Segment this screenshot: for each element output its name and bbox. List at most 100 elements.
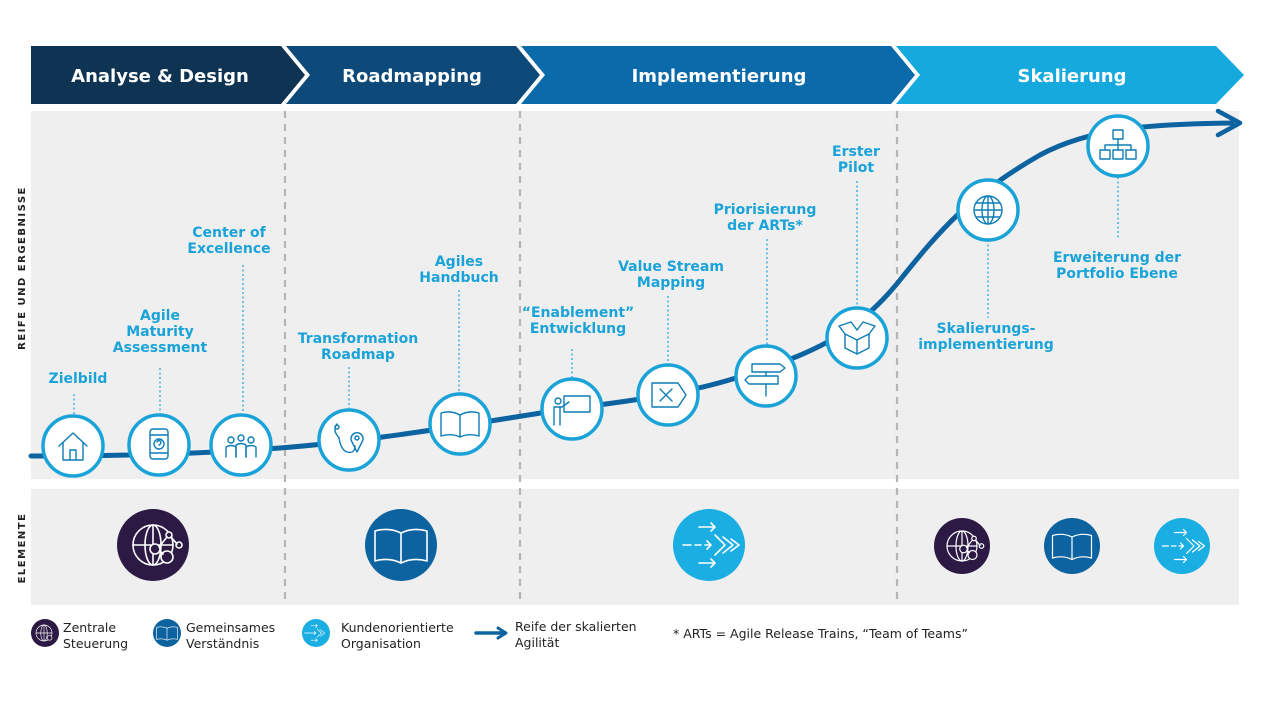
value-stream-icon	[651, 382, 687, 408]
label-line: Agile	[140, 308, 180, 324]
milestone-assessment	[127, 413, 191, 477]
phase-analyse-design: Analyse & Design	[31, 46, 305, 104]
label-line: Reife der skalierten	[515, 619, 637, 634]
label-line: Zielbild	[49, 371, 108, 387]
milestone-roadmap	[317, 408, 381, 472]
label-line: Excellence	[187, 241, 270, 257]
milestone-circle	[636, 363, 700, 427]
label-line: implementierung	[918, 337, 1054, 353]
label-line: Maturity	[126, 324, 194, 340]
phase-shape	[286, 46, 540, 104]
milestone-label-skalierung: Skalierungs-implementierung	[918, 321, 1054, 353]
milestone-enablement	[540, 377, 604, 441]
hierarchy-icon	[1099, 129, 1137, 160]
open-box-icon	[838, 321, 876, 355]
label-line: Erweiterung der	[1053, 250, 1181, 266]
curve-arrowhead	[1215, 108, 1243, 138]
label-line: Verständnis	[186, 636, 259, 651]
label-line: Agilität	[515, 635, 559, 650]
label-line: Roadmap	[321, 347, 395, 363]
element-gemeinsames-verstaendnis	[365, 509, 437, 581]
phase-shape	[896, 46, 1244, 104]
element-kundenorientierte-organisation	[673, 509, 745, 581]
maturity-panel	[31, 111, 1239, 479]
flow-arrows-icon	[682, 522, 740, 568]
milestone-coe	[209, 413, 273, 477]
elements-row	[117, 509, 1210, 581]
label-line: Steuerung	[63, 636, 128, 651]
house-icon	[58, 432, 88, 461]
milestone-circle	[540, 377, 604, 441]
milestone-pilot	[825, 306, 889, 370]
milestone-label-enablement: “Enablement”Entwicklung	[522, 305, 634, 337]
open-book-icon	[374, 528, 428, 564]
label-line: Center of	[192, 225, 266, 241]
globe-network-icon	[132, 524, 183, 566]
phase-label: Analyse & Design	[71, 66, 249, 87]
milestone-zielbild	[41, 414, 105, 478]
label-line: Agiles	[435, 254, 483, 270]
element-zentrale-steuerung-small	[934, 518, 990, 574]
label-line: Mapping	[637, 275, 705, 291]
label-line: Kundenorientierte	[341, 620, 454, 635]
label-line: Priorisierung	[714, 202, 817, 218]
label-line: Organisation	[341, 636, 421, 651]
phase-shape	[31, 46, 305, 104]
label-line: Zentrale	[63, 620, 116, 635]
label-line: Value Stream	[618, 259, 724, 275]
phase-separators	[283, 111, 899, 605]
globe-icon	[973, 195, 1003, 225]
element-kundenorientierte-organisation-small	[1154, 518, 1210, 574]
milestone-skalierung	[956, 178, 1020, 242]
side-label-reife: REIFE UND ERGEBNISSE	[17, 186, 28, 350]
leader-lines	[73, 177, 1119, 416]
smartphone-question-icon	[149, 428, 169, 460]
curve-arrow-icon	[474, 626, 508, 640]
label-line: Transformation	[298, 331, 418, 347]
phase-implementierung: Implementierung	[521, 46, 915, 104]
label-line: “Enablement”	[522, 305, 634, 321]
people-group-icon	[225, 434, 257, 458]
route-pin-icon	[334, 423, 364, 454]
label-line: Portfolio Ebene	[1056, 266, 1178, 282]
milestone-handbuch	[428, 392, 492, 456]
element-zentrale-steuerung	[117, 509, 189, 581]
label-line: Handbuch	[419, 270, 498, 286]
label-line: Skalierungs-	[937, 321, 1036, 337]
milestone-circle	[317, 408, 381, 472]
flow-arrows-icon	[1161, 528, 1206, 564]
milestone-circle	[41, 414, 105, 478]
label-line: Assessment	[113, 340, 208, 356]
milestone-label-zielbild: Zielbild	[49, 371, 108, 387]
open-book-icon	[156, 626, 178, 641]
milestone-circles	[41, 114, 1150, 478]
flow-arrows-icon	[304, 623, 325, 643]
elements-panel	[31, 489, 1239, 605]
phase-roadmapping: Roadmapping	[286, 46, 540, 104]
phase-shape	[521, 46, 915, 104]
label-line: Entwicklung	[530, 321, 626, 337]
label-line: Pilot	[838, 160, 874, 176]
milestone-arts	[734, 344, 798, 408]
open-book-icon	[440, 411, 480, 438]
open-book-icon	[1051, 533, 1093, 561]
signpost-icon	[744, 363, 786, 397]
side-label-elemente: ELEMENTE	[17, 513, 28, 584]
milestone-circle	[825, 306, 889, 370]
element-gemeinsames-verstaendnis-small	[1044, 518, 1100, 574]
